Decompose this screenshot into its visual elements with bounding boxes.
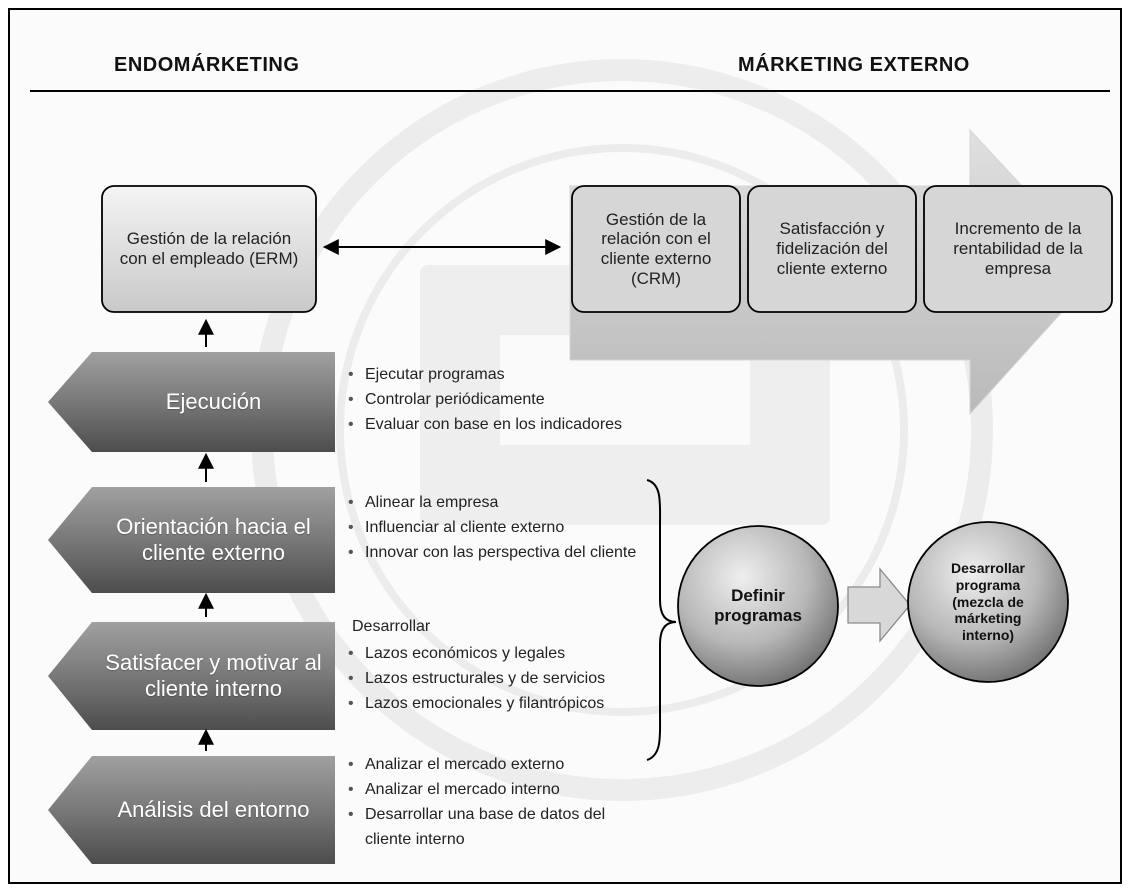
profit-box — [923, 185, 1113, 313]
develop-program-label: Desarrollar programa (mezcla de márketin… — [951, 560, 1025, 644]
crm-label: Gestión de la relación con el cliente ex… — [600, 209, 712, 288]
program-flow-arrow — [847, 567, 911, 643]
orientation-bullet-1: Alinear la empresa — [343, 490, 636, 515]
orientation-bullets: Alinear la empresa Influenciar al client… — [343, 490, 636, 565]
orientation-bullet-3: Innovar con las perspectiva del cliente — [343, 540, 636, 565]
erm-label: Gestión de la relación con el empleado (… — [119, 229, 299, 268]
diagram-frame: ENDOMÁRKETING MÁRKETING EXTERNO — [8, 8, 1122, 884]
environment-label: Análisis del entorno — [117, 797, 310, 823]
program-bracket — [646, 479, 677, 761]
environment-arrow-shape — [48, 756, 335, 864]
motivation-label: Satisfacer y motivar al cliente interno — [105, 650, 322, 701]
profit-label: Incremento de la rentabilidad de la empr… — [953, 219, 1083, 278]
orientation-label: Orientación hacia el cliente externo — [116, 514, 311, 565]
motivation-bullet-3: Lazos emocionales y filantrópicos — [343, 691, 605, 716]
define-programs-circle — [677, 525, 839, 687]
external-marketing-heading: MÁRKETING EXTERNO — [738, 54, 970, 76]
orientation-arrow-shape — [48, 487, 335, 593]
diagram-graphics — [48, 59, 1113, 864]
satisfaction-box — [747, 185, 917, 313]
develop-program-circle — [907, 521, 1069, 683]
crm-box — [571, 185, 741, 313]
environment-bullets: Analizar el mercado externo Analizar el … — [343, 752, 609, 852]
execution-label: Ejecución — [165, 389, 262, 415]
execution-bullets: Ejecutar programas Controlar periódicame… — [343, 362, 622, 437]
endomarketing-heading: ENDOMÁRKETING — [114, 54, 300, 76]
execution-bullet-2: Controlar periódicamente — [343, 387, 622, 412]
execution-bullet-3: Evaluar con base en los indicadores — [343, 412, 622, 437]
execution-bullet-1: Ejecutar programas — [343, 362, 622, 387]
motivation-arrow-shape — [48, 622, 335, 730]
define-programs-label: Definir programas — [714, 586, 802, 625]
environment-bullet-3: Desarrollar una base de datos del client… — [343, 802, 609, 852]
execution-arrow-shape — [48, 352, 335, 452]
environment-bullet-2: Analizar el mercado interno — [343, 777, 609, 802]
stage-shapes — [48, 352, 335, 864]
satisfaction-label: Satisfacción y fidelización del cliente … — [776, 219, 888, 278]
motivation-bullets: Lazos económicos y legales Lazos estruct… — [343, 641, 605, 716]
motivation-intro: Desarrollar — [352, 618, 431, 635]
erm-box — [101, 185, 317, 313]
motivation-bullet-1: Lazos económicos y legales — [343, 641, 605, 666]
motivation-bullet-2: Lazos estructurales y de servicios — [343, 666, 605, 691]
orientation-bullet-2: Influenciar al cliente externo — [343, 515, 636, 540]
environment-bullet-1: Analizar el mercado externo — [343, 752, 609, 777]
header-divider — [30, 90, 1110, 92]
